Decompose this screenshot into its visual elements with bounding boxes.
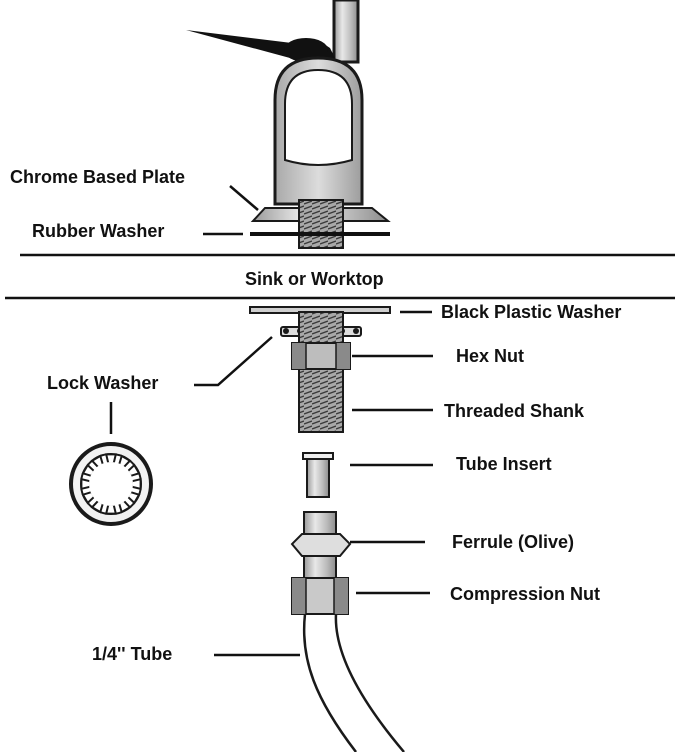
lock-washer-tooth	[104, 503, 118, 515]
label-rubber-washer: Rubber Washer	[32, 221, 165, 241]
label-sink-or-worktop: Sink or Worktop	[245, 269, 384, 289]
faucet-body	[273, 56, 364, 206]
lock-washer-top-view	[69, 442, 153, 526]
compression-nut	[291, 577, 349, 615]
label-threaded-shank: Threaded Shank	[444, 401, 585, 421]
quarter-inch-tube	[302, 613, 405, 752]
rubber-washer	[250, 232, 390, 236]
hex-nut	[291, 342, 351, 370]
label-ferrule: Ferrule (Olive)	[452, 532, 575, 552]
label-tube-insert: Tube Insert	[456, 454, 552, 474]
label-black-plastic-washer: Black Plastic Washer	[441, 302, 622, 322]
lock-washer-tooth	[80, 477, 92, 491]
faucet-lever-handle	[186, 30, 336, 62]
tube-insert	[302, 452, 334, 498]
lock-washer-tooth	[130, 477, 142, 491]
ferrule-olive	[290, 511, 352, 579]
lock-washer-tooth	[104, 453, 118, 465]
label-hex-nut: Hex Nut	[456, 346, 525, 366]
label-chrome-based-plate: Chrome Based Plate	[10, 167, 186, 187]
threaded-shank-upper	[298, 199, 344, 249]
leader-lock-washer	[194, 336, 273, 387]
label-lock-washer: Lock Washer	[47, 373, 159, 393]
label-tube: 1/4'' Tube	[92, 644, 173, 664]
leader-chrome-based-plate	[229, 185, 259, 211]
faucet-spout	[332, 0, 360, 64]
threaded-shank-lower	[298, 311, 344, 433]
leader-lines	[109, 185, 433, 657]
label-compression-nut: Compression Nut	[450, 584, 601, 604]
